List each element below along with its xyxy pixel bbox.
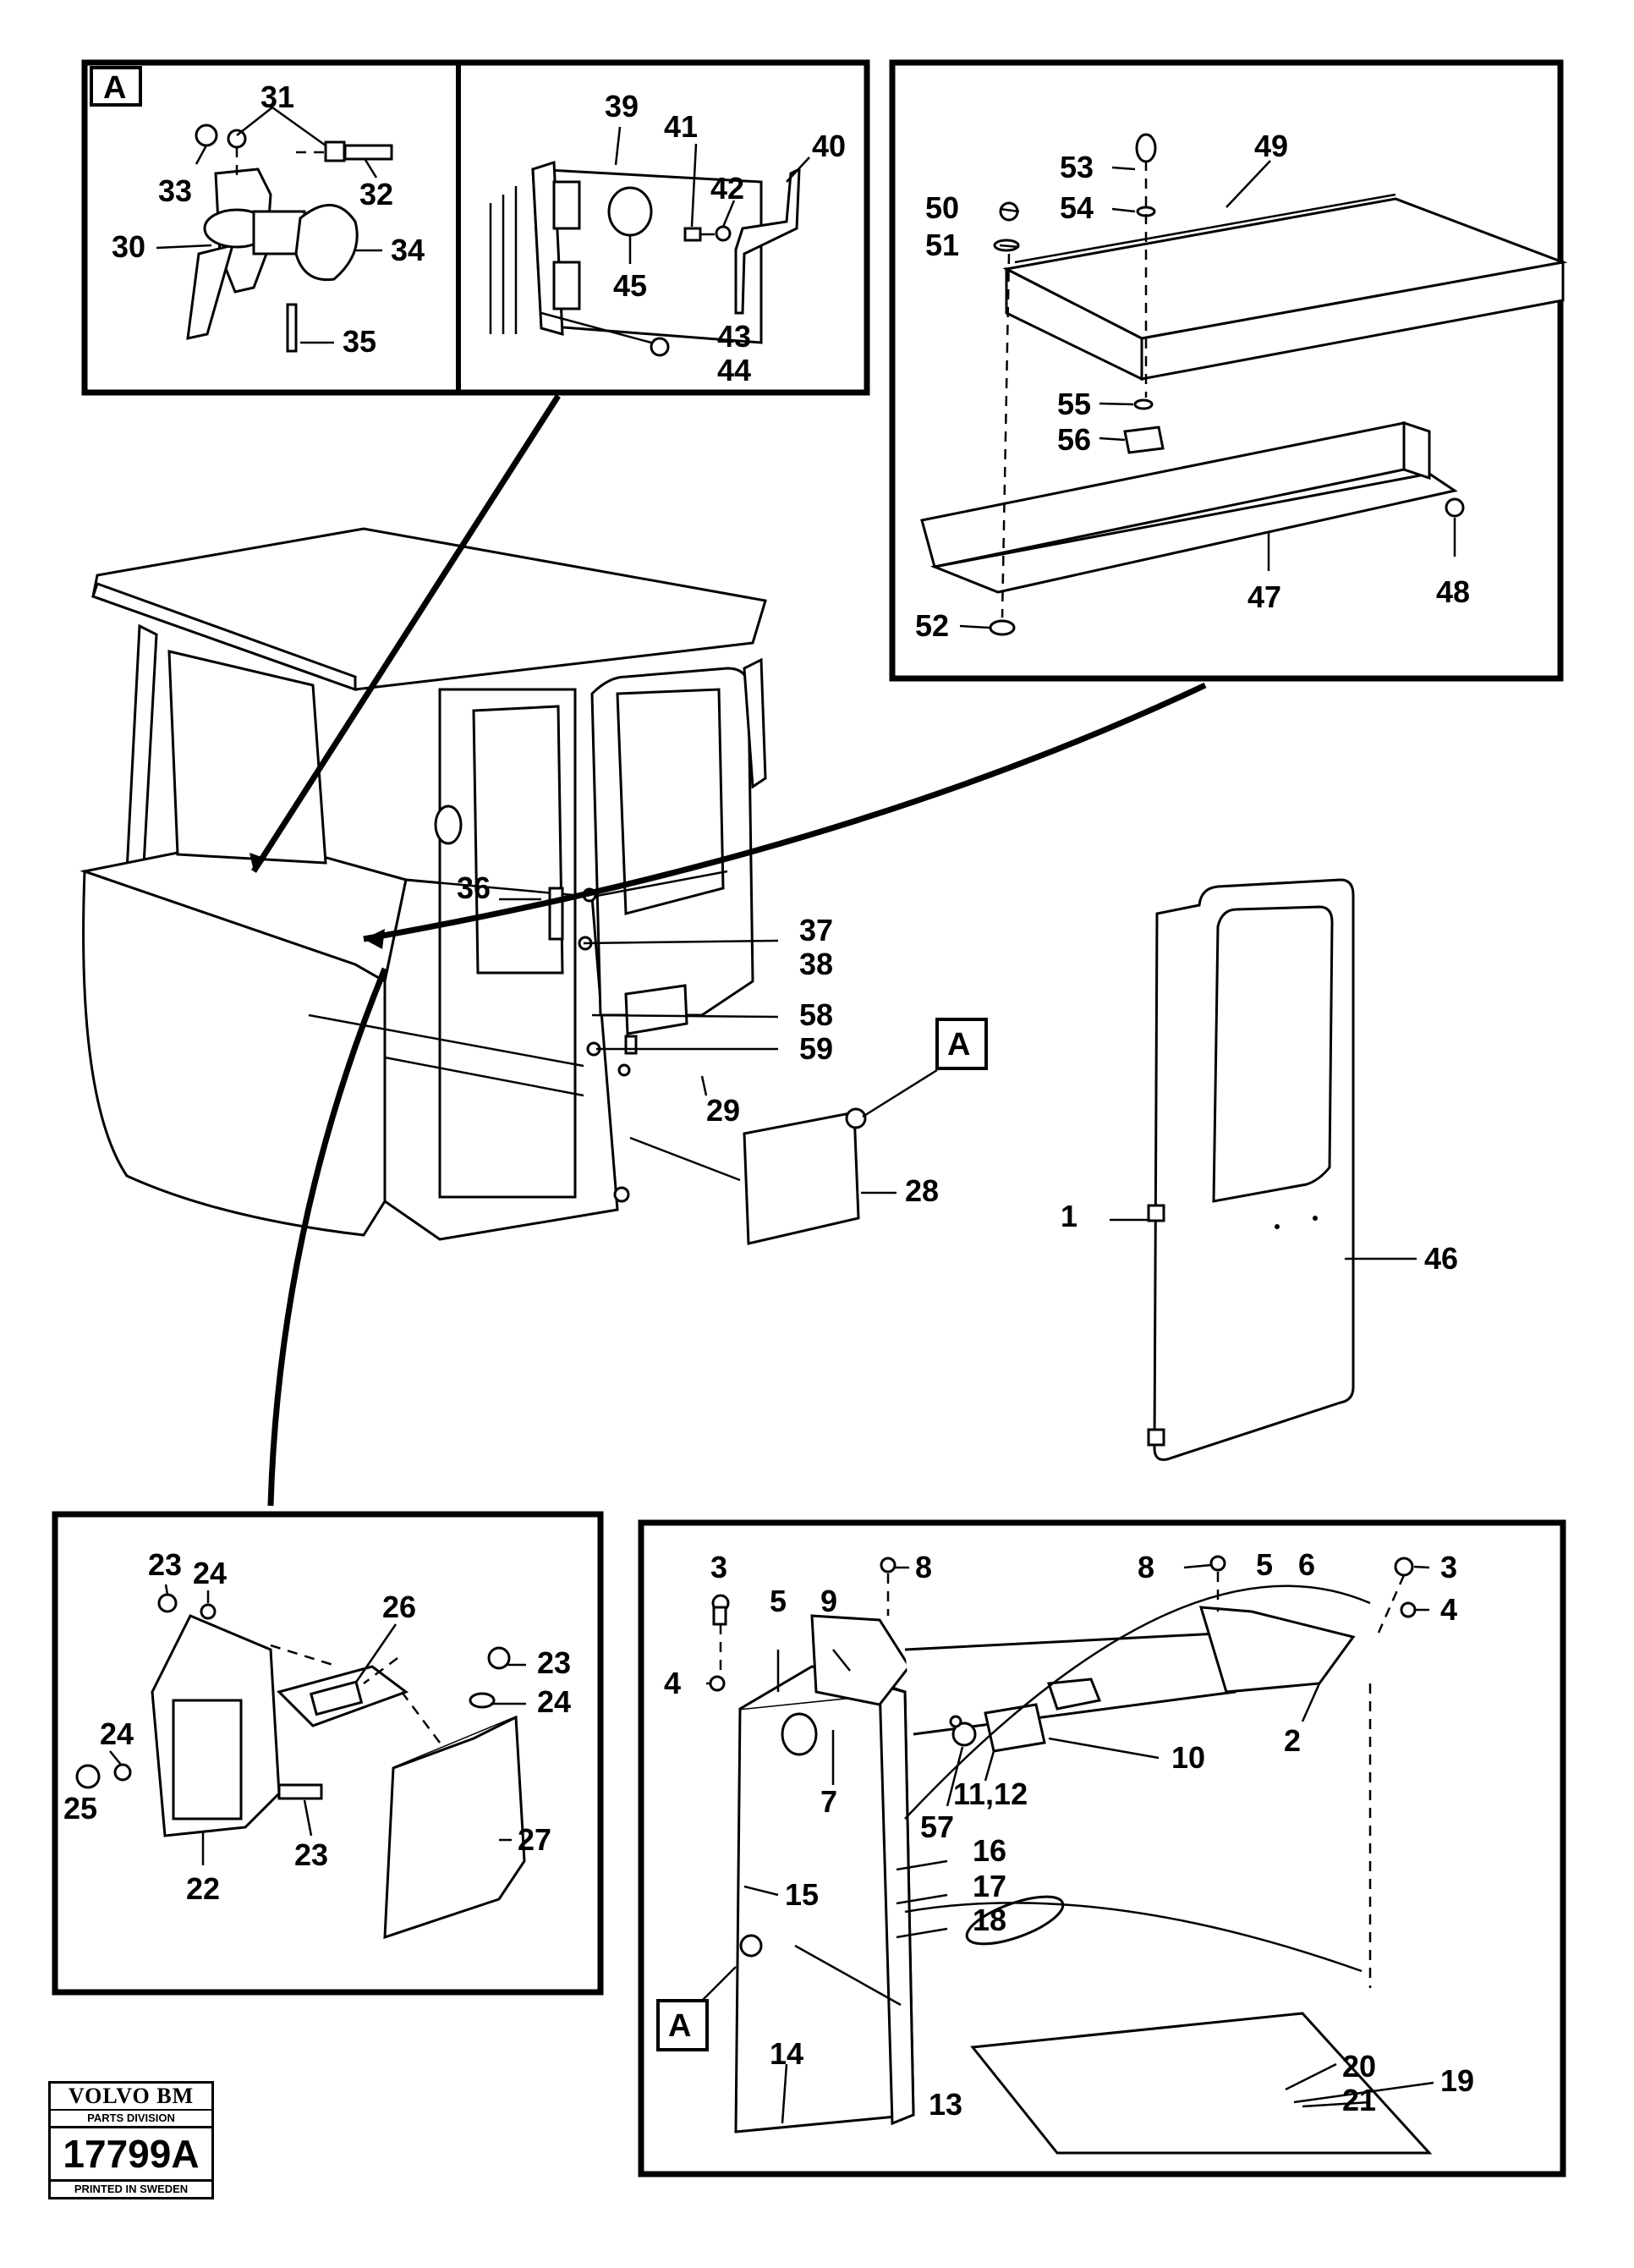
callout-54: 54 [1060,190,1094,225]
callout-9: 9 [820,1584,837,1618]
shelf-drawing [920,133,1568,636]
callout-44: 44 [717,353,751,387]
callout-36: 36 [457,870,491,905]
callout-39: 39 [605,89,639,124]
bracket-drawing [75,1593,526,1940]
callout-24-left: 24 [100,1716,134,1751]
callout-37: 37 [799,913,833,947]
cab-drawing [80,527,767,1241]
callout-41: 41 [664,109,698,144]
callout-28: 28 [905,1173,939,1208]
stamp-brand: VOLVO BM [51,2084,211,2111]
latch-assembly-drawing [186,124,393,353]
callout-53: 53 [1060,150,1094,184]
panel-tag-cover: A [947,1027,970,1063]
callout-11-12: 11,12 [953,1777,1028,1811]
detail-panel-a: A 31 33 32 30 34 35 [81,59,870,396]
callout-19: 19 [1440,2063,1474,2098]
callout-2: 2 [1284,1723,1301,1758]
callout-45: 45 [613,268,647,303]
callout-43: 43 [717,319,751,354]
cover-plate-drawing [743,1107,867,1245]
callout-31: 31 [260,80,294,114]
callout-29: 29 [706,1093,740,1128]
callout-42: 42 [710,171,744,206]
callout-5-right: 5 [1256,1547,1273,1582]
callout-49: 49 [1254,129,1288,163]
stamp-printed: PRINTED IN SWEDEN [74,2183,189,2195]
callout-20: 20 [1342,2049,1376,2084]
callout-10: 10 [1171,1740,1205,1775]
callout-51: 51 [925,228,959,262]
stamp-division: PARTS DIVISION [51,2111,211,2128]
callout-35: 35 [343,324,376,359]
callout-50: 50 [925,190,959,225]
callout-13: 13 [929,2087,962,2122]
callout-27: 27 [518,1822,551,1857]
callout-8-right: 8 [1138,1550,1154,1584]
callout-33: 33 [158,173,192,208]
callout-7: 7 [820,1784,837,1819]
parts-division-stamp: VOLVO BM PARTS DIVISION 17799A PRINTED I… [48,2081,214,2199]
callout-32: 32 [359,177,393,211]
callout-3-right: 3 [1440,1550,1457,1584]
callout-17: 17 [973,1869,1006,1903]
callout-46: 46 [1424,1241,1458,1276]
callout-16: 16 [973,1833,1006,1868]
callout-48: 48 [1436,574,1470,609]
callout-40: 40 [812,129,846,163]
callout-4-left: 4 [664,1666,681,1700]
interior-drawing [709,1555,1433,2155]
callout-34: 34 [391,233,425,267]
callout-55: 55 [1057,387,1091,421]
callout-22: 22 [186,1871,220,1906]
leader-line-bracket [267,967,388,1507]
bracket-detail-panel: 23 24 26 23 24 24 25 23 22 27 [52,1511,604,1996]
callout-23-right: 23 [537,1645,571,1680]
callout-59: 59 [799,1031,833,1066]
callout-14: 14 [770,2036,803,2071]
callout-23-top: 23 [148,1547,182,1582]
callout-1: 1 [1061,1199,1077,1233]
callout-5-left: 5 [770,1584,787,1618]
callout-18: 18 [973,1903,1006,1937]
callout-4-right: 4 [1440,1592,1457,1627]
callout-8-left: 8 [915,1550,932,1584]
callout-6: 6 [1298,1547,1315,1582]
callout-30: 30 [112,229,145,264]
callout-57: 57 [920,1809,954,1844]
callout-38: 38 [799,947,833,981]
shelf-detail-panel: 49 53 54 50 51 55 56 48 47 52 [889,59,1568,682]
callout-24-right: 24 [537,1684,571,1719]
bracket-view-drawing [489,160,801,357]
panel-tag: A [103,70,126,106]
callout-15: 15 [785,1877,819,1912]
leader-line-shelf [363,682,1207,942]
callout-21: 21 [1342,2083,1376,2117]
callout-58: 58 [799,997,833,1032]
callout-25: 25 [63,1791,97,1826]
callout-23-bottom: 23 [294,1837,328,1872]
callout-47: 47 [1247,579,1281,614]
door-drawing [1147,878,1355,1461]
callout-24-top: 24 [193,1556,227,1590]
callout-3-left: 3 [710,1550,727,1584]
leader-line-panel-a [251,394,561,873]
panel-tag-interior: A [668,2008,691,2044]
callout-52: 52 [915,608,949,643]
stamp-number: 17799A [51,2128,211,2182]
interior-detail-panel: A 3 5 9 8 8 5 6 3 4 4 2 10 11,12 7 57 16… [638,1519,1566,2177]
callout-26: 26 [382,1590,416,1624]
callout-56: 56 [1057,422,1091,457]
